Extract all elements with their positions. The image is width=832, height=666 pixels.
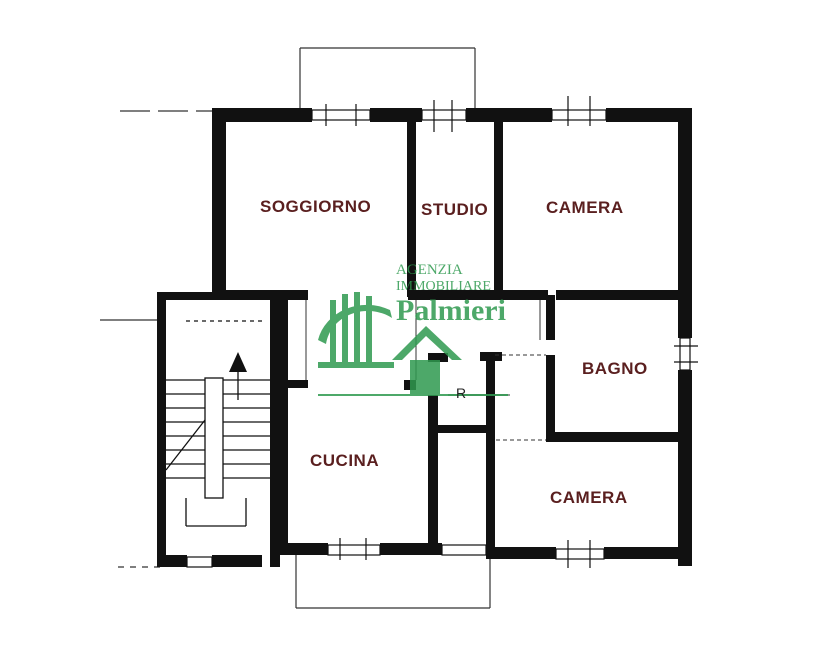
room-label-camera-bottom: CAMERA (550, 488, 628, 507)
staircase (165, 320, 270, 527)
room-label-soggiorno: SOGGIORNO (260, 197, 371, 216)
room-label-bagno: BAGNO (582, 359, 648, 378)
agency-watermark: AGENZIA IMMOBILIARE Palmieri (318, 262, 508, 396)
windows (186, 96, 698, 568)
agency-logo-icon (318, 292, 508, 396)
room-label-camera-top: CAMERA (546, 198, 624, 217)
room-label-cucina: CUCINA (310, 451, 379, 470)
marker-label: R (456, 385, 466, 401)
walls (157, 108, 692, 567)
stair-arrow-icon (229, 352, 247, 372)
watermark-line2: IMMOBILIARE (396, 279, 491, 294)
watermark-line1: AGENZIA (396, 262, 463, 278)
watermark-brand: Palmieri (396, 294, 506, 327)
reference-lines (100, 47, 491, 609)
room-label-studio: STUDIO (421, 200, 488, 219)
